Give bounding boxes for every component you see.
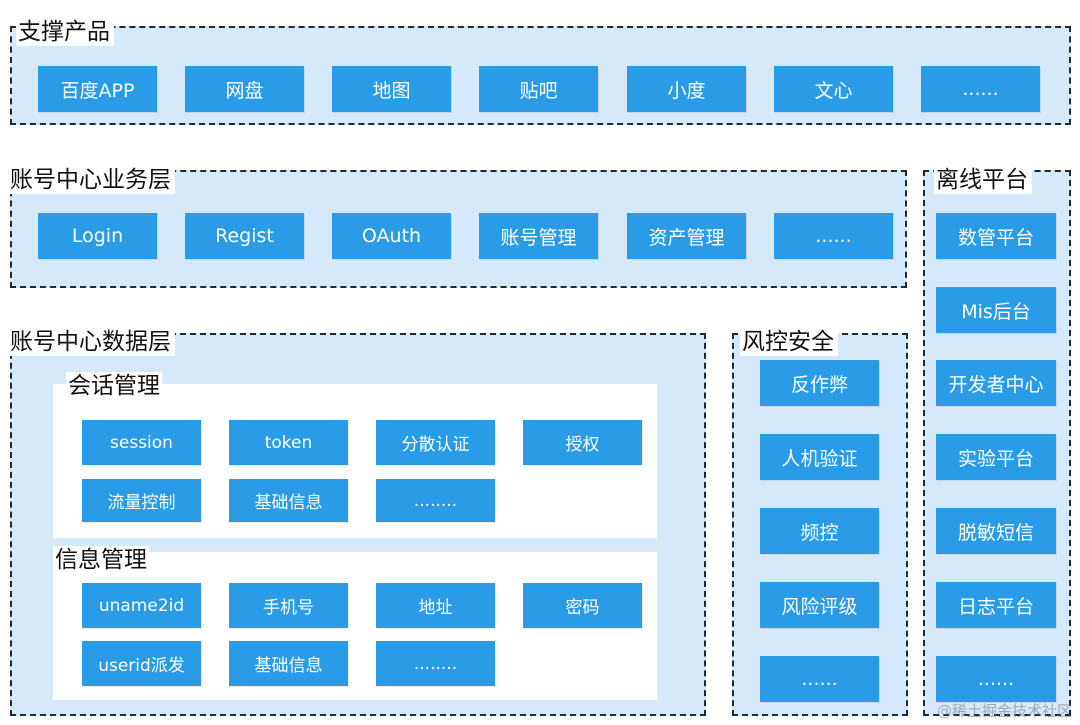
risk-item-frequency-control[interactable]: 频控 — [760, 508, 879, 554]
support-item-wenxin[interactable]: 文心 — [774, 66, 893, 112]
info-item-uname2id[interactable]: uname2id — [82, 583, 201, 628]
session-item-basic-info[interactable]: 基础信息 — [229, 479, 348, 522]
offline-platform-title: 离线平台 — [934, 166, 1032, 194]
support-item-more[interactable]: ...... — [921, 66, 1040, 112]
risk-item-captcha[interactable]: 人机验证 — [760, 434, 879, 480]
info-item-password[interactable]: 密码 — [523, 583, 642, 628]
business-layer-title: 账号中心业务层 — [8, 166, 175, 194]
support-products-title: 支撑产品 — [16, 18, 114, 46]
watermark-text: @稀土掘金技术社区 — [936, 702, 1072, 720]
info-item-userid-dispatch[interactable]: userid派发 — [82, 641, 201, 686]
session-mgmt-title: 会话管理 — [66, 372, 162, 400]
offline-item-log-platform[interactable]: 日志平台 — [936, 582, 1056, 628]
offline-item-more[interactable]: ...... — [936, 656, 1056, 702]
business-item-login[interactable]: Login — [38, 213, 157, 259]
support-item-netdisk[interactable]: 网盘 — [185, 66, 304, 112]
session-item-traffic-control[interactable]: 流量控制 — [82, 479, 201, 522]
business-item-account-mgmt[interactable]: 账号管理 — [479, 213, 598, 259]
support-item-tieba[interactable]: 贴吧 — [479, 66, 598, 112]
session-item-token[interactable]: token — [229, 420, 348, 465]
session-item-session[interactable]: session — [82, 420, 201, 465]
support-item-map[interactable]: 地图 — [332, 66, 451, 112]
session-item-more[interactable]: ........ — [376, 479, 495, 522]
risk-item-more[interactable]: ...... — [760, 656, 879, 702]
session-item-authorization[interactable]: 授权 — [523, 420, 642, 465]
offline-item-desensitized-sms[interactable]: 脱敏短信 — [936, 508, 1056, 554]
business-item-asset-mgmt[interactable]: 资产管理 — [627, 213, 746, 259]
offline-item-data-mgmt[interactable]: 数管平台 — [936, 213, 1056, 259]
data-layer-title: 账号中心数据层 — [8, 328, 175, 356]
offline-item-mis[interactable]: Mis后台 — [936, 287, 1056, 333]
offline-item-developer-center[interactable]: 开发者中心 — [936, 360, 1056, 406]
info-item-more[interactable]: ........ — [376, 641, 495, 686]
business-item-regist[interactable]: Regist — [185, 213, 304, 259]
support-item-baidu-app[interactable]: 百度APP — [38, 66, 157, 112]
offline-item-experiment[interactable]: 实验平台 — [936, 434, 1056, 480]
session-item-distributed-auth[interactable]: 分散认证 — [376, 420, 495, 465]
info-item-basic-info[interactable]: 基础信息 — [229, 641, 348, 686]
business-item-more[interactable]: ...... — [774, 213, 893, 259]
info-mgmt-title: 信息管理 — [53, 546, 149, 574]
risk-item-risk-rating[interactable]: 风险评级 — [760, 582, 879, 628]
risk-item-anti-cheat[interactable]: 反作弊 — [760, 360, 879, 406]
business-item-oauth[interactable]: OAuth — [332, 213, 451, 259]
support-item-xiaodu[interactable]: 小度 — [627, 66, 746, 112]
risk-control-title: 风控安全 — [740, 328, 838, 356]
info-item-phone[interactable]: 手机号 — [229, 583, 348, 628]
info-item-address[interactable]: 地址 — [376, 583, 495, 628]
